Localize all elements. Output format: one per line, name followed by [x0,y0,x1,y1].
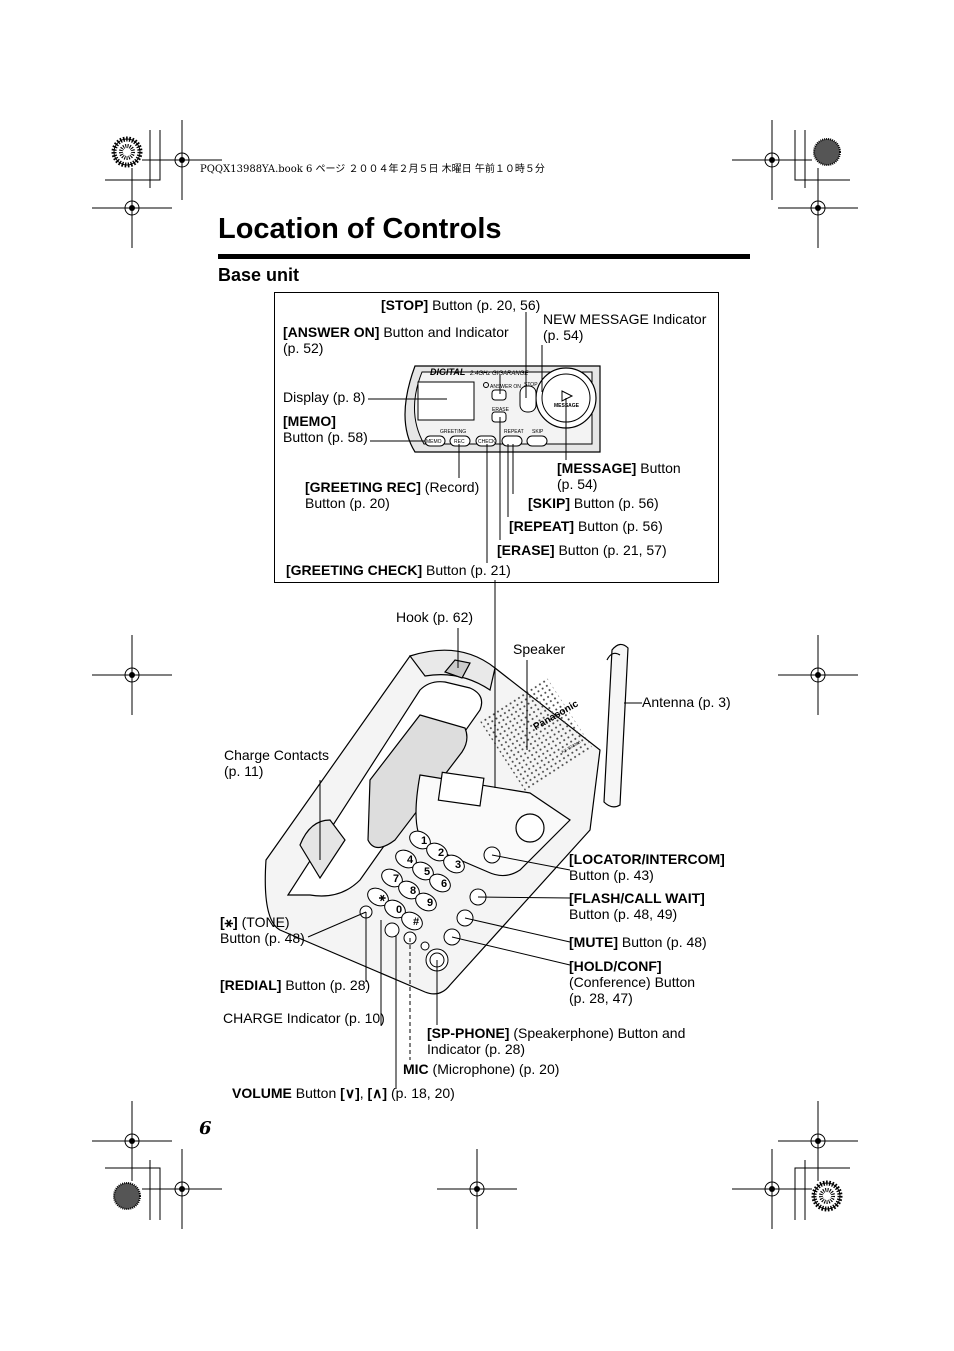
label-erase: [ERASE] Button (p. 21, 57) [497,542,667,558]
label-hook: Hook (p. 62) [396,609,474,625]
keypad-key-label: # [413,916,419,928]
memo-key-text: MEMO [426,439,442,445]
keypad-key [415,892,437,912]
keypad-key-label: ⚹ [378,892,386,904]
label-speaker: Speaker [513,641,566,657]
phone-body [264,643,629,995]
label-locator: [LOCATOR/INTERCOM]Button (p. 43) [569,851,725,883]
main-leader-lines [307,580,642,1089]
label-tone: [⚹] (TONE)Button (p. 48) [220,914,305,946]
page-title: Location of Controls [218,213,502,245]
registration-marks [91,119,859,1230]
label-hold: [HOLD/CONF](Conference) Button(p. 28, 47… [569,958,696,1006]
label-mute: [MUTE] Button (p. 48) [569,934,707,950]
label-display: Display (p. 8) [283,389,366,405]
page-number: 6 [199,1118,212,1139]
label-redial: [REDIAL] Button (p. 28) [220,977,371,993]
title-rule [218,254,750,259]
stop-key-text: STOP [524,382,538,388]
keypad-key [429,873,451,893]
keypad-key-label: 9 [427,897,433,909]
keypad-key [401,911,423,931]
digital-text: DIGITAL [430,367,465,377]
answer-on-key-text: ANSWER ON [490,384,521,390]
keypad-key [443,854,465,874]
label-volume: VOLUME Button [∨], [∧] (p. 18, 20) [232,1085,455,1101]
keypad-key-label: 8 [410,885,416,897]
label-message: [MESSAGE] Button(p. 54) [557,460,681,492]
keypad-key-label: 1 [421,835,427,847]
label-antenna: Antenna (p. 3) [642,694,731,710]
base-unit-detail-box [274,292,719,583]
book-header-line: PQQX13988YA.book 6 ページ ２００４年２月５日 木曜日 午前１… [200,164,545,175]
label-repeat: [REPEAT] Button (p. 56) [509,518,663,534]
label-flash: [FLASH/CALL WAIT]Button (p. 48, 49) [569,890,705,922]
label-greeting-check: [GREETING CHECK] Button (p. 21) [286,562,511,578]
keypad-key-label: 0 [396,904,402,916]
keypad-key-label: 2 [438,847,444,859]
section-title: Base unit [218,265,300,285]
label-skip: [SKIP] Button (p. 56) [528,495,659,511]
message-key-text: MESSAGE [554,403,580,409]
check-key-text: CHECK [478,439,496,445]
label-stop: [STOP] Button (p. 20, 56) [381,297,541,313]
erase-key-text: ERASE [492,407,510,413]
label-greeting-rec: [GREETING REC] (Record)Button (p. 20) [305,479,480,511]
repeat-key-text: REPEAT [504,429,524,435]
keypad-key-label: 3 [455,859,461,871]
detail-leader-lines [368,312,567,563]
panel-detail [404,365,601,453]
keypad-key-label: 4 [407,854,414,866]
label-new-message: NEW MESSAGE Indicator(p. 54) [543,311,707,343]
label-charge-contacts: Charge Contacts(p. 11) [224,747,330,779]
skip-key-text: SKIP [532,429,544,435]
ghz-text: 2.4GHz GIGARANGE [469,371,529,377]
rec-key-text: REC [454,439,465,445]
keypad-key-label: 7 [393,873,399,885]
keypad: 123 456 789 ⚹ 0 # [367,830,465,931]
label-charge-indicator: CHARGE Indicator (p. 10) [223,1010,385,1026]
keypad-key-label: 5 [424,866,430,878]
keypad-key-label: 6 [441,878,447,890]
label-answer-on: [ANSWER ON] Button and Indicator(p. 52) [283,324,509,356]
label-memo: [MEMO]Button (p. 58) [283,413,368,445]
label-mic: MIC (Microphone) (p. 20) [403,1061,560,1077]
greeting-key-text: GREETING [440,429,466,435]
